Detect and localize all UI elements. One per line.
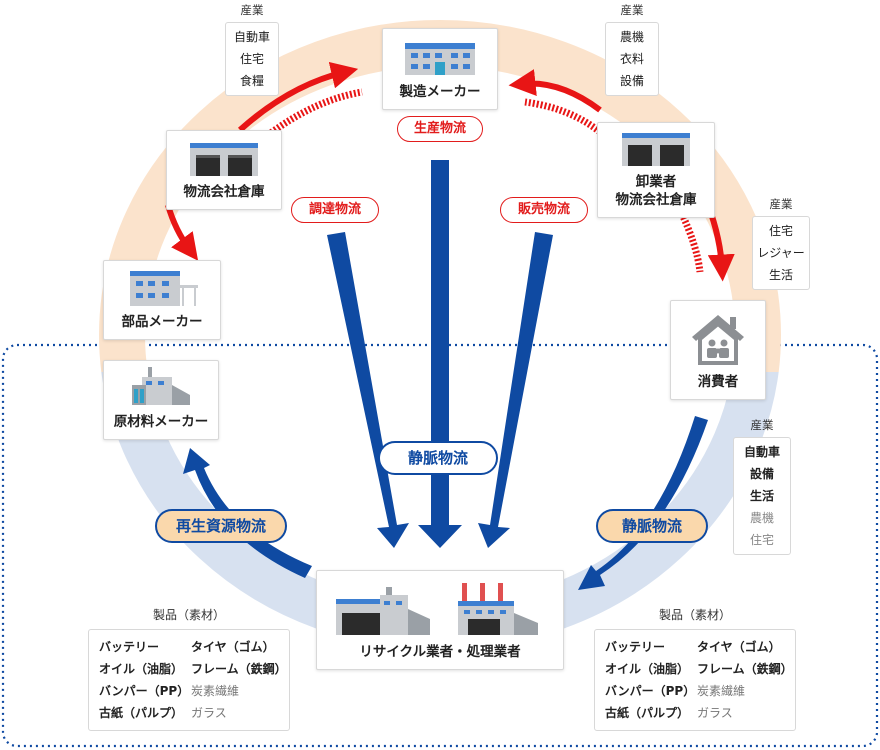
product-item: タイヤ（ゴム） (697, 640, 781, 654)
wholesaler-label-line2: 物流会社倉庫 (615, 192, 697, 208)
industry-item: 住宅 (239, 52, 264, 66)
industry-tag-header: 産業 (240, 3, 264, 17)
wholesaler-label: 卸業者 物流会社倉庫 (616, 173, 697, 209)
wholesaler-label-line1: 卸業者 (635, 174, 677, 190)
parts-factory-icon (130, 271, 198, 306)
industry-item: 住宅 (749, 533, 774, 547)
manufacturer-node: 製造メーカー (382, 28, 498, 110)
production-flow-pill: 生産物流 (397, 116, 483, 142)
warehouse-icon (190, 143, 258, 176)
sales-flow-pill: 販売物流 (500, 197, 588, 223)
product-item: フレーム（鉄鋼） (191, 662, 287, 676)
logistics-warehouse-node: 物流会社倉庫 (166, 130, 282, 210)
product-item: 古紙（パルプ） (99, 706, 184, 720)
product-item: 炭素繊維 (191, 684, 240, 698)
industry-item: 住宅 (768, 224, 793, 238)
industry-tag-header: 産業 (769, 197, 793, 211)
product-list-header: 製品（素材） (152, 608, 225, 622)
venous-flow-right-pill: 静脈物流 (596, 509, 708, 543)
consumer-node: 消費者 (670, 300, 766, 400)
industry-item: レジャー (757, 246, 805, 260)
venous-zone-frame (1, 343, 879, 748)
wholesaler-warehouse-icon (622, 133, 690, 166)
industry-tag-top-right: 産業 農機 衣料 設備 (605, 2, 659, 96)
factory-icon (405, 43, 475, 75)
product-item: 炭素繊維 (697, 684, 746, 698)
industry-item: 農機 (619, 30, 644, 44)
procurement-flow-pill: 調達物流 (291, 197, 379, 223)
industry-item: 自動車 (233, 30, 270, 44)
product-item: フレーム（鉄鋼） (697, 662, 793, 676)
manufacturer-label: 製造メーカー (399, 84, 481, 100)
product-item: バンパー（PP） (605, 684, 696, 698)
industry-item: 衣料 (619, 52, 644, 66)
raw-material-maker-node: 原材料メーカー (103, 360, 219, 440)
product-list-left: 製品（素材） バッテリー タイヤ（ゴム） オイル（油脂） フレーム（鉄鋼）バンパー（P… (88, 606, 290, 731)
industry-item: 自動車 (743, 445, 780, 459)
industry-tag-right-mid: 産業 住宅 レジャー 生活 (752, 196, 810, 290)
product-item: バッテリー (99, 640, 160, 654)
product-item: ガラス (697, 706, 733, 720)
product-item: バッテリー (605, 640, 666, 654)
recycling-facility-icon (336, 583, 538, 635)
recycler-node: リサイクル業者・処理業者 (316, 570, 564, 670)
industry-tag-header: 産業 (620, 3, 644, 17)
industry-item: 設備 (749, 467, 774, 481)
parts-maker-label: 部品メーカー (121, 314, 203, 330)
venous-flow-center-pill: 静脈物流 (378, 441, 498, 475)
product-item: バンパー（PP） (99, 684, 190, 698)
recycler-label: リサイクル業者・処理業者 (359, 644, 521, 660)
product-list-header: 製品（素材） (658, 608, 731, 622)
house-icon (692, 315, 744, 365)
raw-material-maker-label: 原材料メーカー (113, 414, 209, 430)
recycled-resources-flow-pill: 再生資源物流 (155, 509, 287, 543)
industry-item: 設備 (619, 74, 644, 88)
product-item: オイル（油脂） (99, 662, 184, 676)
industry-item: 食糧 (239, 74, 264, 88)
industry-item: 農機 (749, 511, 774, 525)
product-item: 古紙（パルプ） (605, 706, 690, 720)
consumer-label: 消費者 (697, 374, 739, 390)
plant-icon (132, 367, 190, 405)
product-item: タイヤ（ゴム） (191, 640, 275, 654)
industry-tag-right-low: 産業 自動車 設備 生活 農機 住宅 (733, 417, 791, 555)
industry-tag-top-left: 産業 自動車 住宅 食糧 (225, 2, 279, 96)
industry-item: 生活 (749, 489, 774, 503)
wholesaler-node: 卸業者 物流会社倉庫 (597, 122, 715, 218)
logistics-warehouse-label: 物流会社倉庫 (183, 184, 265, 200)
parts-maker-node: 部品メーカー (103, 260, 221, 340)
product-item: オイル（油脂） (605, 662, 690, 676)
industry-tag-header: 産業 (750, 418, 774, 432)
product-list-right: 製品（素材） バッテリー タイヤ（ゴム） オイル（油脂） フレーム（鉄鋼）バンパー（P… (594, 606, 796, 731)
industry-item: 生活 (768, 268, 793, 282)
product-item: ガラス (191, 706, 227, 720)
blue-flow-arrows (183, 160, 708, 590)
